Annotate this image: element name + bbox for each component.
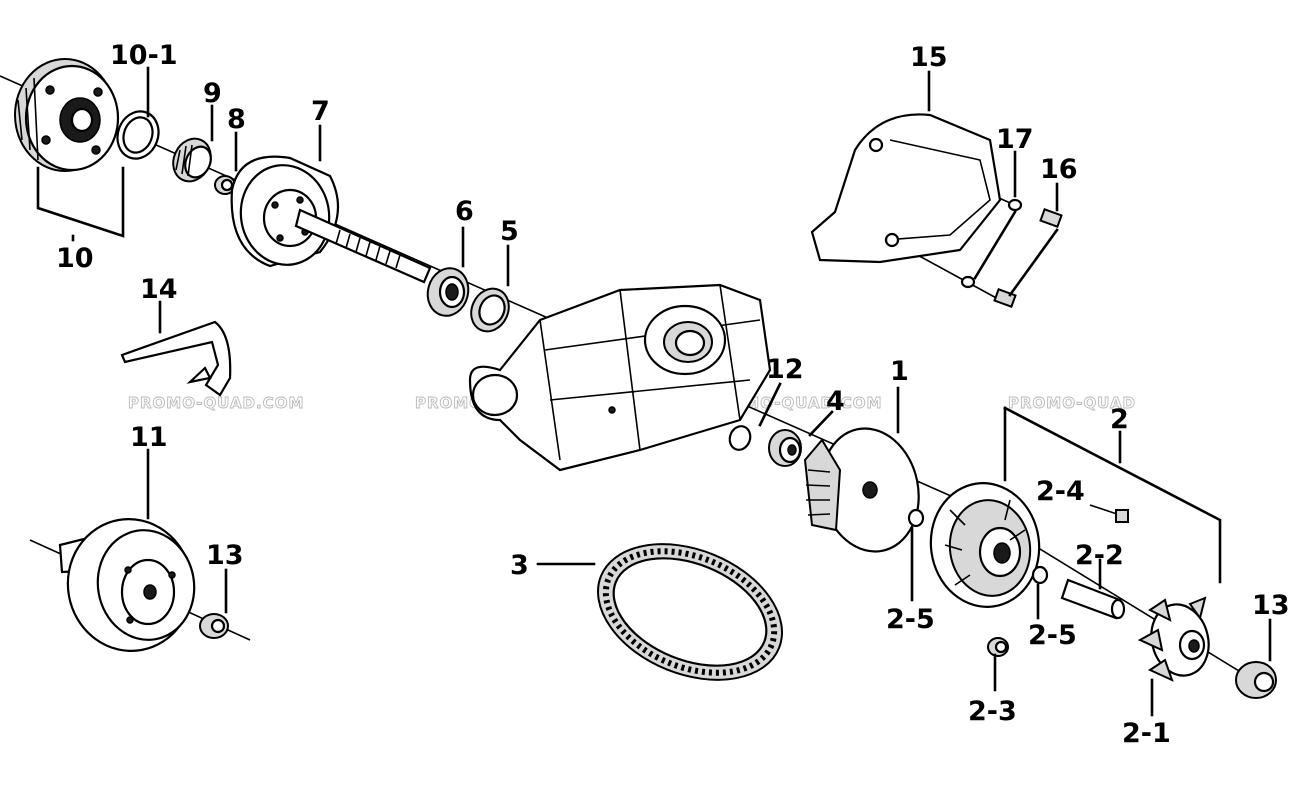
bolt-part-16 bbox=[993, 208, 1063, 308]
nut-part-13-right bbox=[1235, 661, 1277, 699]
drive-face-part-1 bbox=[803, 427, 920, 553]
watermark-1: PROMO-QUAD.COM bbox=[128, 394, 304, 412]
callout-13-left: 13 bbox=[206, 540, 244, 571]
callout-2-5-a: 2-5 bbox=[886, 604, 935, 635]
callout-17: 17 bbox=[996, 124, 1034, 155]
callout-2-4: 2-4 bbox=[1036, 476, 1085, 507]
callout-14: 14 bbox=[140, 274, 178, 305]
callout-7: 7 bbox=[311, 96, 330, 127]
washer-part-10-1 bbox=[116, 110, 160, 160]
o-ring-part-12 bbox=[728, 425, 752, 451]
callout-16: 16 bbox=[1040, 154, 1078, 185]
callout-3: 3 bbox=[510, 550, 529, 581]
callout-10-1: 10-1 bbox=[110, 40, 178, 71]
clutch-assembly-part-10 bbox=[14, 58, 120, 172]
bearing-part-4 bbox=[768, 429, 802, 467]
callout-12: 12 bbox=[766, 354, 804, 385]
engine-cover-part-15 bbox=[810, 113, 1002, 264]
shift-fork-part-14 bbox=[120, 320, 232, 397]
pulley-part-11 bbox=[58, 518, 196, 652]
callout-labels: 10-1 9 8 7 10 6 5 15 17 16 14 12 1 4 2 1… bbox=[56, 40, 1290, 749]
callout-2-2: 2-2 bbox=[1075, 540, 1124, 571]
crankcase-cover bbox=[468, 283, 772, 472]
callout-2-1: 2-1 bbox=[1122, 718, 1171, 749]
watermark-4: PROMO-QUAD bbox=[1008, 394, 1136, 412]
callout-10: 10 bbox=[56, 243, 94, 274]
needle-bearing-part-9 bbox=[172, 137, 212, 183]
callout-5: 5 bbox=[500, 216, 519, 247]
nut-part-13-left bbox=[199, 613, 229, 639]
callout-15: 15 bbox=[910, 42, 948, 73]
drive-belt-part-3 bbox=[597, 543, 783, 681]
callout-9: 9 bbox=[203, 78, 222, 109]
callout-13-right: 13 bbox=[1252, 590, 1290, 621]
washer-part-17 bbox=[960, 198, 1023, 289]
fan-part-2-1 bbox=[1137, 596, 1210, 682]
callout-2-3: 2-3 bbox=[968, 696, 1017, 727]
bushing-part-2-2 bbox=[1060, 578, 1126, 620]
callout-4: 4 bbox=[826, 386, 845, 417]
callout-8: 8 bbox=[227, 104, 246, 135]
callout-6: 6 bbox=[455, 196, 474, 227]
roller-part-2-3 bbox=[987, 637, 1009, 657]
callout-2-5-b: 2-5 bbox=[1028, 620, 1077, 651]
washer-part-2-5 bbox=[907, 508, 1049, 585]
leader-lines bbox=[36, 66, 1272, 717]
variator-part-2 bbox=[929, 482, 1041, 608]
callout-2: 2 bbox=[1110, 404, 1129, 435]
clutch-bell-part-7 bbox=[230, 155, 432, 284]
callout-11: 11 bbox=[130, 422, 168, 453]
oil-seal-part-5 bbox=[470, 287, 510, 333]
screw-part-2-4 bbox=[1089, 504, 1129, 523]
callout-1: 1 bbox=[890, 356, 909, 387]
ball-bearing-part-6 bbox=[426, 267, 470, 317]
